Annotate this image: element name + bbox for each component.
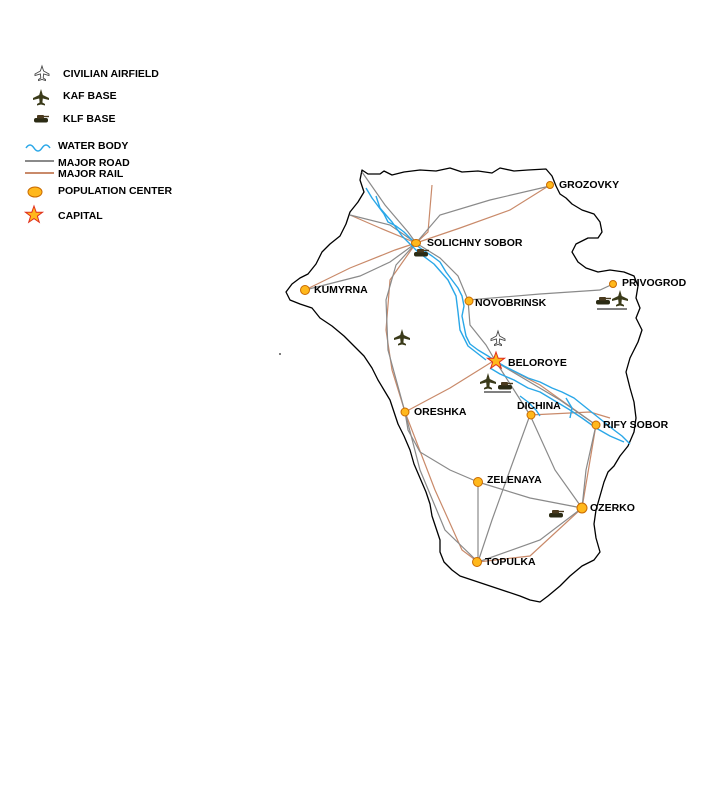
label-kumyrna: KUMYRNA [314,284,368,296]
city-marker-privogrod [609,280,617,288]
label-zelenaya: ZELENAYA [487,474,542,486]
klf-base-ozerko-icon [549,510,564,518]
city-marker-zelenaya [473,477,483,487]
city-marker-dichina [526,410,536,420]
city-marker-novobrinsk [464,296,474,306]
label-rify-sobor: RIFY SOBOR [603,419,669,431]
label-grozovky: GROZOVKY [559,179,619,191]
label-novobrinsk: NOVOBRINSK [475,297,547,309]
kaf-base-west-icon [394,329,410,346]
label-topulka: TOPULKA [485,556,536,568]
city-marker-solichny-sobor [411,239,421,247]
map-symbols [394,249,628,518]
legend-major-road: MAJOR ROAD [58,157,130,169]
legend-major-rail: MAJOR RAIL [58,168,124,180]
legend-population-center: POPULATION CENTER [58,185,173,197]
stray-dot [279,353,281,355]
kaf-base-icon [33,89,49,106]
label-dichina: DICHINA [517,400,561,412]
legend: CIVILIAN AIRFIELD KAF BASE KLF BASE WATE… [24,65,173,223]
klf-base-beloroye-icon [498,382,513,390]
water-network [365,187,631,445]
label-ozerko: OZERKO [590,502,635,514]
legend-klf-base: KLF BASE [63,113,116,125]
country-border [285,167,643,603]
civilian-airfield-beloroye-icon [490,330,506,346]
water-body-icon [25,144,51,152]
city-marker-kumyrna [300,285,310,295]
city-marker-rify-sobor [591,420,601,430]
city-marker-oreshka [400,407,410,417]
road-network [304,171,614,563]
legend-kaf-base: KAF BASE [63,90,117,102]
civilian-airfield-icon [34,65,50,81]
label-beloroye: BELOROYE [508,357,567,369]
city-marker-topulka [472,557,482,567]
legend-capital: CAPITAL [58,210,103,222]
legend-civilian-airfield: CIVILIAN AIRFIELD [63,68,159,80]
klf-base-privogrod-icon [596,297,611,305]
klf-base-icon [34,115,49,123]
label-privogrod: PRIVOGROD [622,277,687,289]
city-marker-ozerko [576,502,588,514]
label-solichny-sobor: SOLICHNY SOBOR [427,237,523,249]
kaf-base-beloroye-icon [480,373,496,390]
kaf-base-privogrod-icon [612,290,628,307]
capital-icon [24,205,44,223]
population-centers [300,181,617,567]
legend-water-body: WATER BODY [58,140,128,152]
city-marker-grozovky [546,181,554,189]
place-labels: GROZOVKY SOLICHNY SOBOR PRIVOGROD KUMYRN… [314,179,687,568]
label-oreshka: ORESHKA [414,406,467,418]
population-center-icon [27,186,43,198]
